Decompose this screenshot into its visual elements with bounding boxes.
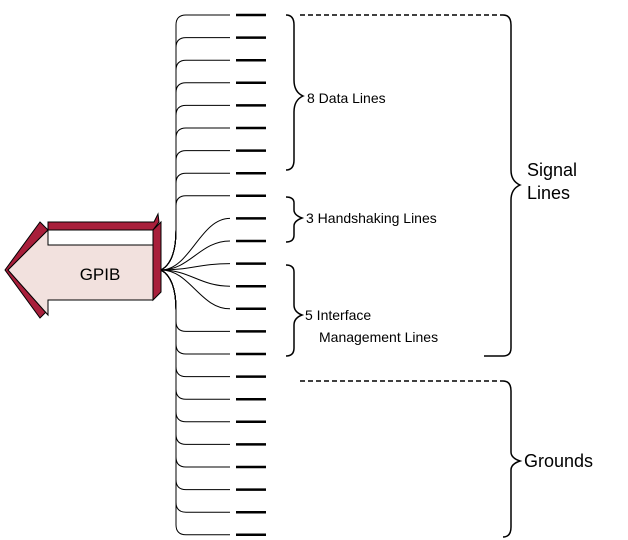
signal-wire [160,269,230,445]
gpib-arrow-side-right [152,220,162,302]
signal-wire [160,269,231,287]
interface-lines-label-line1: 5 Interface [305,307,371,323]
data-lines-label: 8 Data Lines [307,90,386,106]
wire-bundle [160,14,231,536]
signal-wire [160,59,230,271]
gpib-label: GPIB [80,265,121,284]
handshaking-lines-label: 3 Handshaking Lines [306,210,437,226]
signal-wire [160,269,230,513]
signal-lines-label-line2: Lines [527,183,570,203]
grounds-brace [502,380,523,538]
grounds-label: Grounds [524,451,593,471]
signal-wire [160,127,230,271]
signal-wire [160,269,230,536]
gpib-arrow-face [7,228,154,317]
data-lines-brace [285,14,305,171]
signal-wire [160,269,230,491]
signal-wire [160,269,230,468]
gpib-arrow-top [47,212,160,231]
signal-wire [160,104,230,271]
handshaking-lines-brace [285,196,305,243]
gpib-connector: GPIB [4,212,162,319]
interface-lines-brace [285,264,305,357]
signal-wire [160,14,230,271]
signal-wire [160,217,231,271]
signal-lines-brace [484,14,522,357]
signal-wire [160,269,231,310]
signal-wire [160,150,230,271]
signal-wire [160,240,231,271]
signal-wire [160,263,231,271]
pin-column [236,13,266,537]
signal-wire [160,195,230,271]
interface-lines-label-line2: Management Lines [319,329,438,345]
signal-lines-label-line1: Signal [527,160,577,180]
signal-wire [160,37,230,271]
signal-wire [160,269,230,332]
